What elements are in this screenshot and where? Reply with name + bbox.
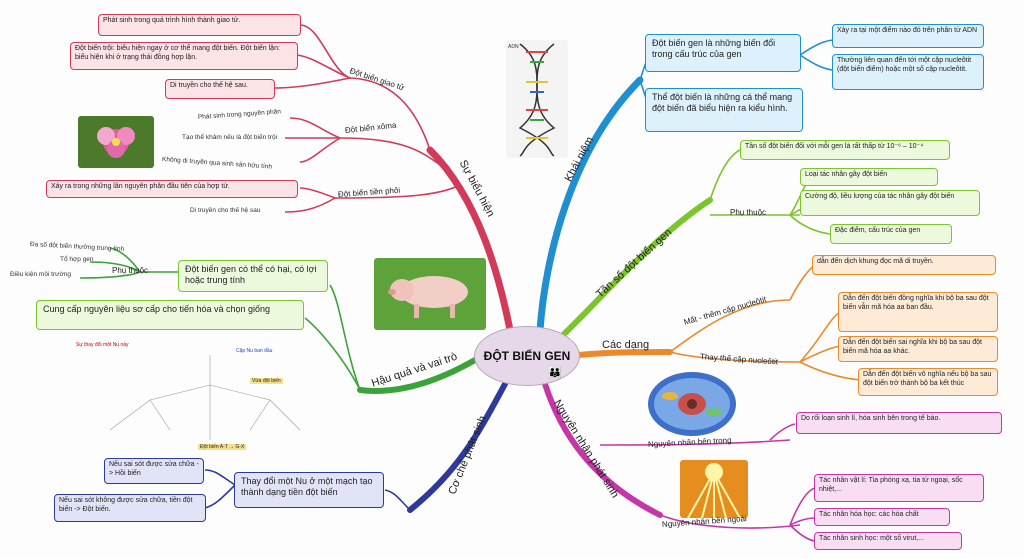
khai-niem-sub-2[interactable]: Thường liên quan đến tới một cặp nucleôt… — [832, 54, 984, 90]
phu-thuoc-item-3[interactable]: Đặc điểm, cấu trúc của gen — [830, 224, 952, 244]
scheme-note-4: Đột biến A-T → G-X — [198, 444, 247, 450]
people-icon: 👪 — [548, 367, 562, 379]
branch-khai-niem — [536, 76, 644, 334]
hau-qua-phu-thuoc-2: Tổ hợp gen — [60, 256, 94, 263]
thay-the-item-3[interactable]: Dẫn đến đột biến vô nghĩa nếu bộ ba sau … — [858, 368, 998, 396]
mat-them-result[interactable]: dẫn đến dịch khung đọc mã di truyền. — [812, 255, 996, 275]
scheme-note-2: Cặp Nu ban đầu — [236, 348, 273, 354]
giao-tu-item-2[interactable]: Đột biến trội: biểu hiện ngay ở cơ thể m… — [70, 42, 298, 70]
khai-niem-sub-1[interactable]: Xảy ra tại một điểm nào đó trên phân tử … — [832, 24, 984, 48]
branch-cac-dang — [575, 349, 673, 358]
branch-su-bieu-hien — [426, 146, 514, 334]
branch-hau-qua — [357, 357, 478, 394]
thay-the-item-2[interactable]: Dẫn đến đột biến sai nghĩa khi bộ ba sau… — [838, 336, 998, 362]
hau-qua-phu-thuoc-3: Điều kiện môi trường — [10, 271, 71, 278]
branch-co-che — [407, 381, 508, 513]
ben-ngoai-item-2[interactable]: Tác nhân hóa học: các hóa chất — [814, 508, 950, 526]
pig-image — [374, 258, 486, 330]
center-title: ĐỘT BIẾN GEN — [483, 349, 571, 363]
ben-ngoai-item-3[interactable]: Tác nhân sinh học: một số virut,... — [814, 532, 962, 550]
center-node[interactable]: ĐỘT BIẾN GEN — [474, 326, 580, 386]
mutation-scheme: Sự thay đổi một Nu này Cặp Nu ban đầu Vừ… — [66, 340, 356, 458]
label-cac-dang: Các dạng — [602, 339, 650, 351]
khai-niem-box-1[interactable]: Đột biến gen là những biến đổi trong cấu… — [645, 34, 801, 72]
khai-niem-box-2[interactable]: Thể đột biến là những cá thể mang đột bi… — [645, 88, 803, 132]
scheme-note-1: Sự thay đổi một Nu này — [76, 342, 129, 348]
sun-rays-image — [680, 460, 748, 518]
co-che-main[interactable]: Thay đổi một Nu ở một mạch tạo thành dạn… — [234, 472, 384, 508]
label-phu-thuoc-hau-qua: Phụ thuộc — [112, 266, 149, 275]
tan-so-rate[interactable]: Tần số đột biến đối với mỗi gen là rất t… — [740, 140, 950, 160]
tien-phoi-item-1[interactable]: Xảy ra trong những lần nguyên phân đầu t… — [46, 180, 298, 198]
dna-image — [506, 40, 568, 158]
flower-image — [78, 116, 154, 168]
tien-phoi-item-2: Di truyền cho thế hệ sau — [190, 207, 261, 214]
branch-tan-so — [557, 197, 713, 341]
xoma-item-2: Tạo thể khảm nếu là đột biến trội — [182, 134, 278, 141]
thay-the-item-1[interactable]: Dẫn đến đột biến đồng nghĩa khi bộ ba sa… — [838, 292, 998, 332]
cell-image — [648, 372, 736, 436]
phu-thuoc-item-2[interactable]: Cường độ, liều lượng của tác nhân gây độ… — [800, 190, 980, 216]
co-che-sub-1[interactable]: Nếu sai sót được sửa chữa -> Hồi biến — [104, 458, 204, 484]
ben-trong-item[interactable]: Do rối loạn sinh lí, hóa sinh bên trong … — [796, 412, 1002, 434]
label-phu-thuoc-tan-so: Phụ thuộc — [730, 208, 767, 217]
dna-label: ADN — [508, 44, 519, 50]
giao-tu-item-1[interactable]: Phát sinh trong quá trình hình thành gia… — [98, 14, 301, 36]
giao-tu-item-3[interactable]: Di truyền cho thế hệ sau. — [165, 79, 275, 99]
hau-qua-box-2[interactable]: Cung cấp nguyên liệu sơ cấp cho tiến hóa… — [36, 300, 304, 330]
co-che-sub-2[interactable]: Nếu sai sót không được sửa chữa, tiền độ… — [54, 494, 206, 522]
scheme-note-3: Vừa đột biến — [250, 378, 283, 384]
hau-qua-box-1[interactable]: Đột biến gen có thể có hại, có lợi hoặc … — [178, 260, 328, 292]
phu-thuoc-item-1[interactable]: Loại tác nhân gây đột biến — [800, 168, 938, 186]
branch-nguyen-nhan — [542, 381, 663, 518]
ben-ngoai-item-1[interactable]: Tác nhân vật lí: Tia phóng xạ, tia tử ng… — [814, 474, 984, 502]
